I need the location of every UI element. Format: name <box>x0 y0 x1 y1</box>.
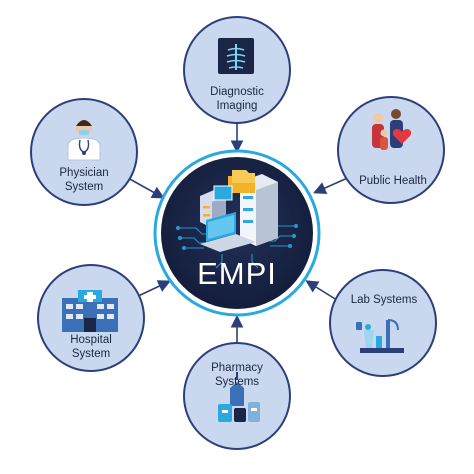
node-public-health[interactable] <box>337 96 445 204</box>
label-lab-systems: Lab Systems <box>350 294 418 306</box>
hub-label: EMPI <box>197 256 277 291</box>
family-heart-icon <box>372 109 412 150</box>
label-public-health: Public Health <box>359 175 427 187</box>
arrow-lab-systems <box>305 280 341 303</box>
node-lab-systems[interactable] <box>329 269 437 377</box>
server-laptop-icon <box>200 170 278 252</box>
empi-hub[interactable] <box>153 149 321 317</box>
doctor-icon <box>67 120 101 161</box>
arrow-physician-system <box>127 177 165 199</box>
hospital-building-icon <box>62 290 118 332</box>
label-hospital-system: Hospital System <box>70 334 112 360</box>
label-physician-system: Physician System <box>59 167 109 193</box>
pharmacy-icon <box>218 372 260 422</box>
label-pharmacy-systems: Pharmacy Systems <box>211 362 263 388</box>
xray-icon <box>218 38 254 74</box>
lab-equipment-icon <box>356 319 404 353</box>
label-diagnostic-imaging: Diagnostic Imaging <box>210 86 264 112</box>
